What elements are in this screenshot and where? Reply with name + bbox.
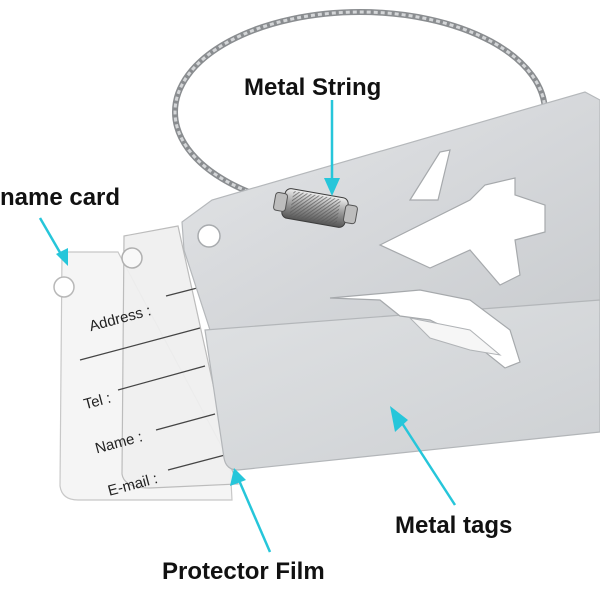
protector-film-label: Protector Film <box>162 558 325 585</box>
screw-lock <box>273 188 358 228</box>
arrow-metal-string <box>324 100 340 196</box>
arrow-protector-film <box>230 468 272 553</box>
metal-tag-upper <box>181 91 600 331</box>
metal-string-label: Metal String <box>244 74 382 101</box>
metal-tags-label: Metal tags <box>395 512 513 539</box>
airplane-icon <box>378 177 546 286</box>
arrow-metal-tags <box>390 406 457 506</box>
metal-tag-lower <box>204 289 600 471</box>
protector-film-hole <box>121 247 143 269</box>
name-card-hole <box>53 276 75 298</box>
metal-tag-hole <box>197 224 221 248</box>
name-card-label: name card <box>0 184 121 211</box>
tel-field-label: Tel : <box>82 390 113 414</box>
arrow-name-card <box>38 217 68 266</box>
card-fields: Address : Tel : Name : E-mail : <box>79 285 226 500</box>
